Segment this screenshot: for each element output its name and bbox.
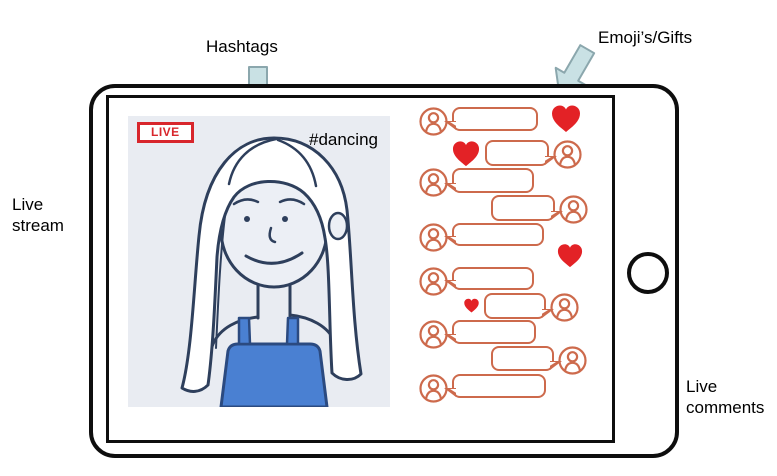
comment-bubble <box>484 293 554 319</box>
home-button <box>627 252 669 294</box>
chat-row <box>463 293 579 322</box>
live-badge: LIVE <box>137 122 194 143</box>
comment-bubble <box>485 140 557 166</box>
user-avatar-icon <box>553 140 582 169</box>
comment-bubble <box>444 267 534 290</box>
chat-row <box>419 374 546 403</box>
chat-row <box>491 346 587 375</box>
comment-bubble <box>444 223 544 246</box>
emoji-gifts-label: Emoji’s/Gifts <box>598 28 693 47</box>
chat-row <box>419 168 534 197</box>
user-avatar-icon <box>558 346 587 375</box>
user-avatar-icon <box>419 168 448 197</box>
chat-row <box>419 267 534 296</box>
comment-bubble <box>444 168 534 193</box>
user-avatar-icon <box>550 293 579 322</box>
live-comments-label: Live comments <box>686 377 765 417</box>
comment-bubble <box>444 107 538 131</box>
comment-bubble <box>444 374 546 398</box>
comment-bubble <box>444 320 536 344</box>
live-comments-column <box>415 104 611 412</box>
chat-row <box>419 104 582 136</box>
live-video-area: LIVE #dancing <box>128 116 390 407</box>
streamer-illustration <box>180 136 363 407</box>
chat-row <box>491 195 588 224</box>
chat-row <box>419 223 584 268</box>
chat-row <box>451 140 582 169</box>
heart-icon <box>556 243 584 268</box>
heart-icon <box>550 104 582 133</box>
live-stream-label: Live stream <box>12 195 64 235</box>
chat-row <box>419 320 536 349</box>
heart-icon <box>463 298 480 313</box>
hashtag-text: #dancing <box>308 130 378 149</box>
heart-icon <box>451 140 481 167</box>
comment-bubble <box>491 195 563 221</box>
comment-bubble <box>491 346 562 371</box>
hashtags-label: Hashtags <box>206 37 278 56</box>
user-avatar-icon <box>559 195 588 224</box>
